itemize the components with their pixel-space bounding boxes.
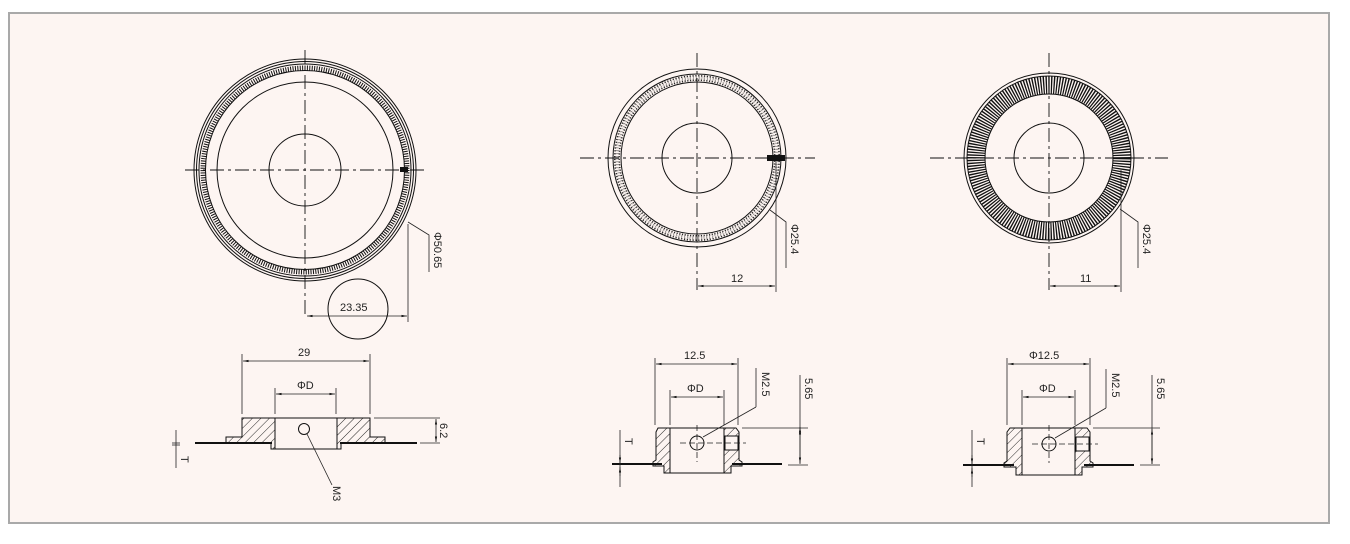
thread-label: M2.5 xyxy=(759,372,771,396)
disc-large-top-view: Φ50.65 23.35 xyxy=(185,50,443,340)
disc-medium-top-view: Φ25.4 12 xyxy=(580,53,815,292)
diameter-leader xyxy=(769,209,787,268)
bore-label: ΦD xyxy=(1039,383,1056,395)
bore-label: ΦD xyxy=(687,383,704,395)
diameter-leader xyxy=(1119,208,1139,268)
width-label: Φ12.5 xyxy=(1029,350,1059,362)
thread-label: M3 xyxy=(330,486,342,501)
disc-medium-side-view: 12.5 ΦD M2.5 5.65 T xyxy=(612,350,814,487)
height-label: 6.2 xyxy=(437,423,449,438)
set-screw-hole xyxy=(689,435,705,451)
disc-large-side-view: 29 ΦD M3 6.2 T xyxy=(172,347,449,501)
radial-offset-label: 11 xyxy=(1080,273,1091,285)
disc-small-top-view: Φ25.4 11 xyxy=(930,53,1168,292)
bore-label: ΦD xyxy=(297,380,314,392)
thickness-label: T xyxy=(974,438,986,445)
radial-offset-label: 23.35 xyxy=(340,302,368,314)
hub-section-left xyxy=(652,427,671,474)
diameter-label: Φ25.4 xyxy=(788,224,800,254)
hub-section-right xyxy=(336,417,386,450)
disc-small-side-view: Φ12.5 ΦD M2.5 5.65 T xyxy=(963,350,1166,487)
radial-offset-label: 12 xyxy=(731,273,743,285)
width-label: 29 xyxy=(298,347,310,359)
thickness-label: T xyxy=(622,438,634,445)
set-screw-hole xyxy=(298,423,310,435)
highlight-circle xyxy=(327,278,389,340)
thickness-label: T xyxy=(178,456,190,463)
set-screw-hole xyxy=(1041,436,1057,452)
hub-section-left xyxy=(225,417,276,450)
hub-section-left xyxy=(1003,427,1023,476)
diameter-leader xyxy=(407,221,430,272)
thread-label: M2.5 xyxy=(1109,373,1121,397)
diameter-label: Φ50.65 xyxy=(431,232,443,268)
height-label: 5.65 xyxy=(802,378,814,399)
diameter-label: Φ25.4 xyxy=(1140,224,1152,254)
height-label: 5.65 xyxy=(1154,378,1166,399)
width-label: 12.5 xyxy=(684,350,705,362)
